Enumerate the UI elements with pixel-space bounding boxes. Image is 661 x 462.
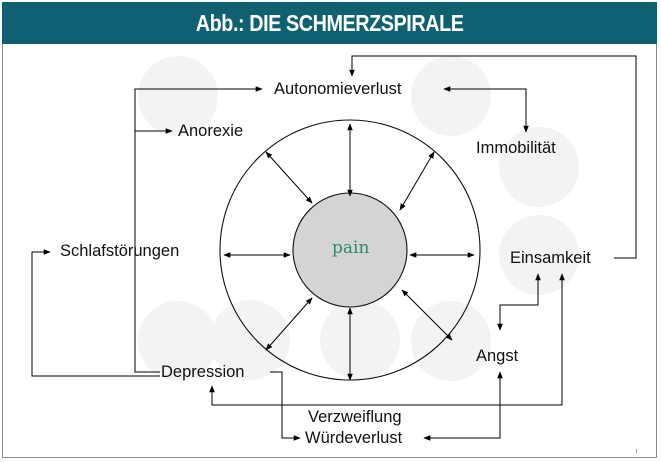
connector-depression-to-wuerdeverlust [270, 371, 301, 441]
connector-depression-to-autonomieverlust [134, 86, 263, 373]
connectors [31, 55, 637, 441]
connector-depression-to-schlafstoerungen [31, 249, 160, 377]
radial-arrow-top-right [399, 151, 435, 211]
connector-wuerdeverlust-angst [423, 371, 503, 441]
corner-mark [636, 449, 637, 453]
node-schlafstoerungen: Schlafstörungen [60, 242, 180, 260]
node-einsamkeit: Einsamkeit [510, 249, 591, 267]
connector-autonomieverlust-immobilitaet [443, 86, 529, 133]
node-angst: Angst [476, 347, 519, 365]
node-immobilitaet: Immobilität [476, 139, 556, 157]
node-depression: Depression [161, 363, 245, 381]
node-wuerdeverlust: Würdeverlust [305, 429, 403, 447]
diagram-title: Abb.: DIE SCHMERZSPIRALE [195, 9, 464, 36]
connector-einsamkeit-verzweiflung-depression [209, 273, 565, 406]
radial-arrow-top-left [265, 151, 313, 204]
node-verzweiflung: Verzweiflung [308, 408, 402, 426]
center-pain-label: pain [332, 238, 370, 258]
title-bar: Abb.: DIE SCHMERZSPIRALE [2, 2, 657, 44]
connector-einsamkeit-to-autonomieverlust [349, 55, 637, 259]
node-autonomieverlust: Autonomieverlust [274, 80, 402, 98]
node-anorexie: Anorexie [178, 122, 244, 140]
